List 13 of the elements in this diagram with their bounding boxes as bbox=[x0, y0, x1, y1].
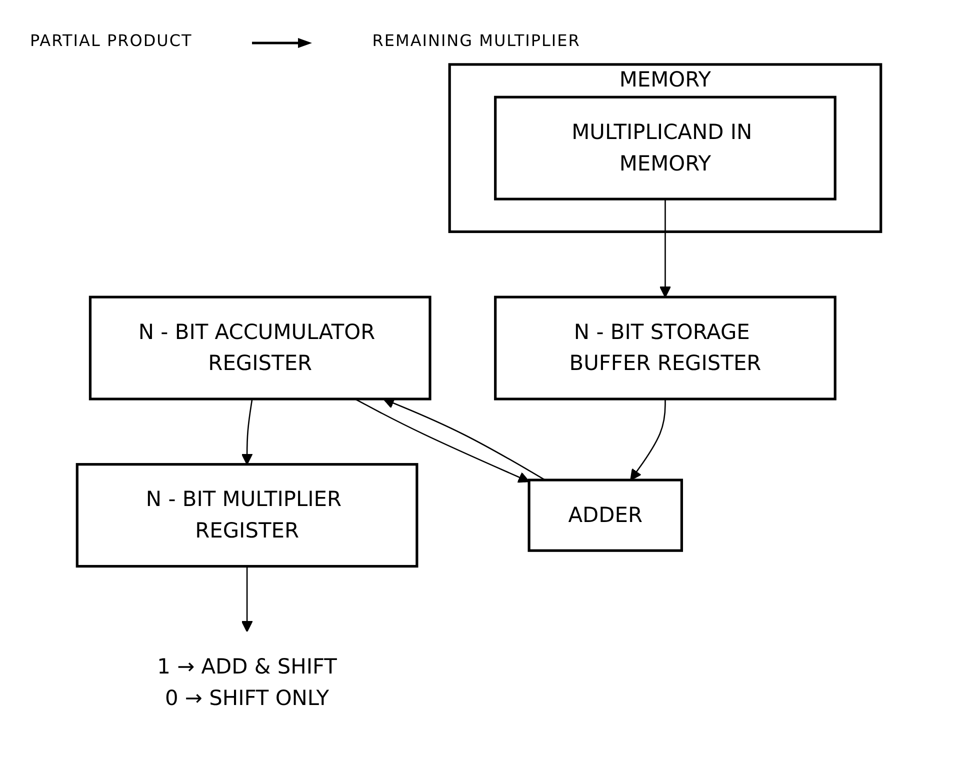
arrow bbox=[630, 399, 666, 481]
node-box: N - BIT STORAGE BUFFER REGISTER bbox=[494, 296, 836, 400]
node-box: MULTIPLICAND IN MEMORY bbox=[494, 96, 836, 200]
bracket-label: REMAINING MULTIPLIER bbox=[372, 31, 580, 50]
arrow bbox=[241, 566, 253, 632]
node-box: N - BIT MULTIPLIER REGISTER bbox=[76, 463, 418, 568]
bracket-label: PARTIAL PRODUCT bbox=[30, 31, 192, 50]
node-box: N - BIT ACCUMULATOR REGISTER bbox=[88, 296, 432, 400]
node-box: ADDER bbox=[528, 478, 683, 552]
arrow bbox=[354, 398, 530, 483]
arrow bbox=[659, 199, 671, 298]
node-text: 1 → ADD & SHIFT 0 → SHIFT ONLY bbox=[157, 654, 337, 710]
arrow bbox=[241, 398, 253, 465]
